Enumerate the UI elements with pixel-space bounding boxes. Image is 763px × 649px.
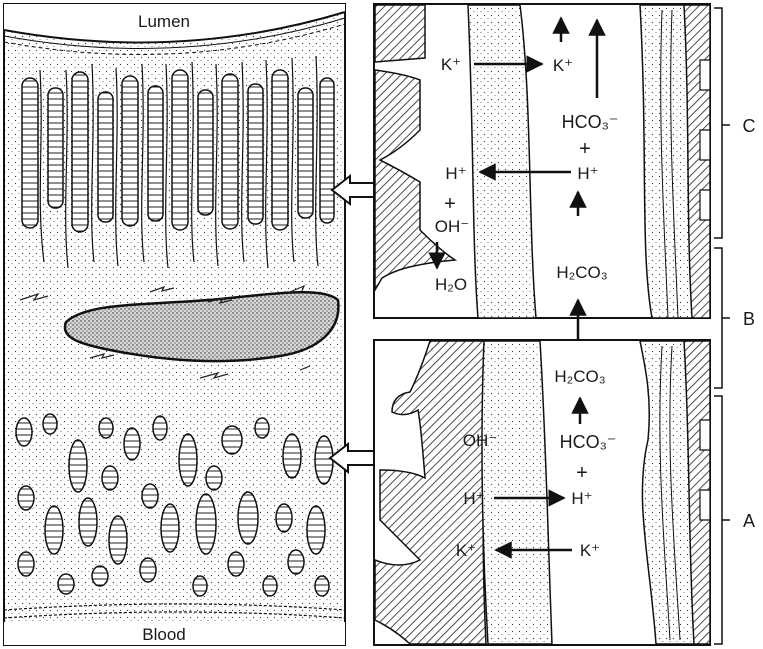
upper-k-right: K⁺ (553, 56, 573, 75)
upper-hco3: HCO₃⁻ (562, 112, 619, 132)
blood-label: Blood (142, 625, 185, 644)
upper-k-left: K⁺ (441, 55, 461, 74)
bracket-c-label: C (743, 116, 756, 136)
bracket-a: A (714, 396, 755, 644)
upper-h-left: H⁺ (445, 164, 466, 183)
upper-oh: OH⁻ (435, 217, 469, 236)
upper-detail-panel: K⁺ K⁺ HCO₃⁻ + H⁺ H⁺ + OH⁻ H₂O H₂CO₃ (374, 4, 710, 318)
bracket-b-label: B (743, 309, 755, 329)
lower-h-left: H⁺ (463, 489, 484, 508)
lumen-label: Lumen (138, 12, 190, 31)
upper-plus-left: + (444, 193, 456, 215)
lower-plus: + (576, 462, 588, 484)
upper-h2co3: H₂CO₃ (556, 263, 607, 282)
bracket-a-label: A (743, 511, 755, 531)
upper-h-right: H⁺ (577, 164, 598, 183)
upper-plus-right: + (579, 138, 591, 160)
lower-detail-panel: H₂CO₃ OH⁻ HCO₃⁻ + H⁺ H⁺ K⁺ K⁺ (374, 340, 710, 645)
bracket-c: C (714, 8, 756, 238)
lower-k-left: K⁺ (456, 541, 476, 560)
lower-h-right: H⁺ (571, 489, 592, 508)
lower-hco3: HCO₃⁻ (560, 432, 617, 452)
upper-h2o: H₂O (435, 275, 467, 294)
lower-h2co3: H₂CO₃ (554, 367, 605, 386)
bracket-b: B (714, 248, 755, 388)
lower-oh: OH⁻ (463, 431, 497, 450)
left-panel: Lumen Blood (4, 4, 390, 645)
lower-k-right: K⁺ (580, 541, 600, 560)
